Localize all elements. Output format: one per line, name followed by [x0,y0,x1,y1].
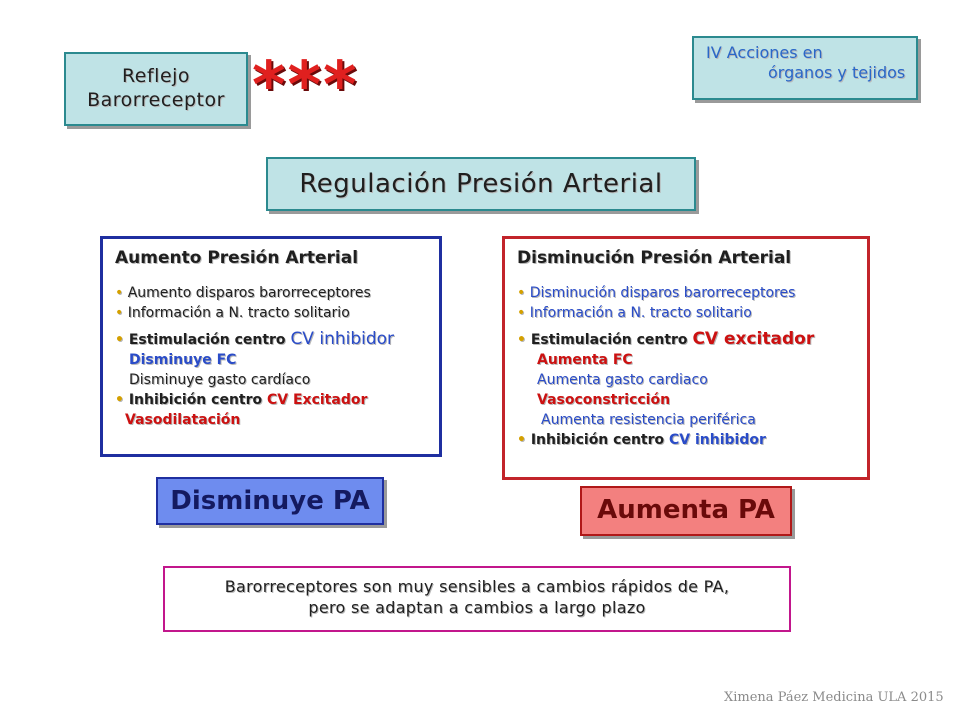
page-title: Regulación Presión Arterial [266,157,696,211]
bullet-icon: • [517,305,530,321]
importance-stars: *** [252,49,359,123]
note-box: Barorreceptores son muy sensibles a camb… [163,566,791,632]
sub-item: Aumenta gasto cardiaco [537,372,708,388]
reflejo-line2: Barorreceptor [87,89,225,111]
bullet-icon: • [517,332,531,348]
highlight-cv-inhibidor: CV inhibidor [290,329,395,349]
reflejo-line1: Reflejo [121,65,191,87]
note-line2: pero se adaptan a cambios a largo plazo [308,598,646,617]
section-line1: IV Acciones en [706,43,823,62]
section-line2: órganos y tejidos [768,63,906,82]
bullet-icon: • [115,305,128,321]
reflejo-barorreceptor-label: Reflejo Barorreceptor [64,52,248,126]
list-item: • Inhibición centro CV inhibidor [517,432,766,448]
sub-item: Aumenta FC [537,352,633,368]
note-line1: Barorreceptores son muy sensibles a camb… [224,577,730,596]
highlight-cv-inhibidor: CV inhibidor [669,432,766,448]
list-item: • Información a N. tracto solitario [115,305,350,321]
list-item: • Estimulación centro CV inhibidor [115,329,395,349]
list-item: • Información a N. tracto solitario [517,305,752,321]
list-item: • Disminución disparos barorreceptores [517,285,796,301]
bullet-icon: • [115,285,128,301]
result-disminuye-pa: Disminuye PA [156,477,384,525]
bullet-icon: • [115,392,129,408]
highlight-cv-excitador: CV excitador [692,329,815,349]
bullet-icon: • [115,332,129,348]
author-credit: Ximena Páez Medicina ULA 2015 [724,690,944,705]
sub-item: Vasodilatación [125,412,241,428]
list-item: • Estimulación centro CV excitador [517,329,815,349]
sub-item: Vasoconstricción [537,392,671,408]
bullet-icon: • [517,285,530,301]
bullet-icon: • [517,432,531,448]
sub-item: Disminuye FC [129,352,237,368]
panel-title-aumento: Aumento Presión Arterial [115,248,359,268]
sub-item: Aumenta resistencia periférica [541,412,756,428]
sub-item: Disminuye gasto cardíaco [129,372,311,388]
list-item: • Aumento disparos barorreceptores [115,285,371,301]
panel-title-disminucion: Disminución Presión Arterial [517,248,792,268]
list-item: • Inhibición centro CV Excitador [115,392,368,408]
panel-disminucion-presion: Disminución Presión Arterial • Disminuci… [502,236,870,480]
highlight-cv-excitador: CV Excitador [267,392,368,408]
section-label: IV Acciones en órganos y tejidos [692,36,918,100]
panel-aumento-presion: Aumento Presión Arterial • Aumento dispa… [100,236,442,457]
result-aumenta-pa: Aumenta PA [580,486,792,536]
